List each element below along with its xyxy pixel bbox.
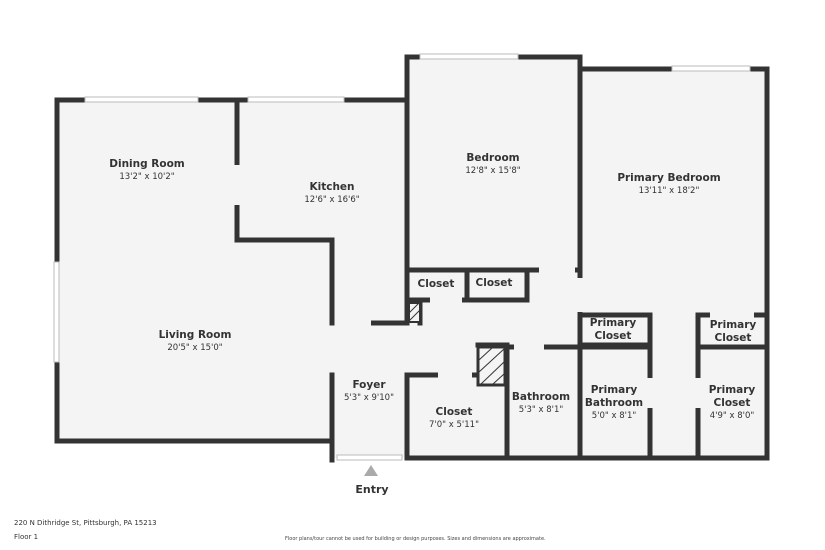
closet-a-name: Closet (418, 278, 455, 290)
primary-bedroom-dims: 13'11" x 18'2" (639, 186, 700, 196)
primary-bathroom-name-2: Bathroom (585, 397, 643, 409)
bedroom-name: Bedroom (466, 152, 519, 164)
primary-bathroom-dims: 5'0" x 8'1" (592, 411, 637, 421)
primary-closet-a-name-2: Closet (595, 330, 632, 342)
windows (53, 53, 751, 461)
bathroom-name: Bathroom (512, 391, 570, 403)
disclaimer-text: Floor plans/tour cannot be used for buil… (285, 536, 546, 542)
kitchen-name: Kitchen (309, 181, 354, 193)
living-room-name: Living Room (159, 329, 232, 341)
address-text: 220 N Dithridge St, Pittsburgh, PA 15213 (14, 519, 157, 527)
bedroom-dims: 12'8" x 15'8" (465, 166, 520, 176)
closet-c-name: Closet (436, 406, 473, 418)
floor-area (57, 57, 767, 458)
dining-room-name: Dining Room (109, 158, 185, 170)
room-labels: Dining Room 13'2" x 10'2" Kitchen 12'6" … (109, 152, 756, 430)
living-room-dims: 20'5" x 15'0" (167, 343, 222, 353)
closet-c-dims: 7'0" x 5'11" (429, 420, 479, 430)
primary-closet-c-name-1: Primary (709, 384, 756, 396)
primary-closet-b-name-1: Primary (710, 319, 757, 331)
primary-closet-b-name-2: Closet (715, 332, 752, 344)
door-openings (234, 165, 754, 408)
primary-closet-c-dims: 4'9" x 8'0" (710, 411, 755, 421)
utility-chases (408, 302, 507, 387)
dining-room-dims: 13'2" x 10'2" (119, 172, 174, 182)
primary-bathroom-name-1: Primary (591, 384, 638, 396)
bathroom-dims: 5'3" x 8'1" (519, 405, 564, 415)
primary-closet-c-name-2: Closet (714, 397, 751, 409)
kitchen-dims: 12'6" x 16'6" (304, 195, 359, 205)
entry-label: Entry (355, 483, 388, 496)
primary-closet-a-name-1: Primary (590, 317, 637, 329)
foyer-name: Foyer (352, 379, 386, 391)
floor-label: Floor 1 (14, 533, 39, 541)
primary-bedroom-name: Primary Bedroom (617, 172, 720, 184)
foyer-dims: 5'3" x 9'10" (344, 393, 394, 403)
closet-b-name: Closet (476, 277, 513, 289)
entry-arrow-icon (364, 465, 378, 476)
